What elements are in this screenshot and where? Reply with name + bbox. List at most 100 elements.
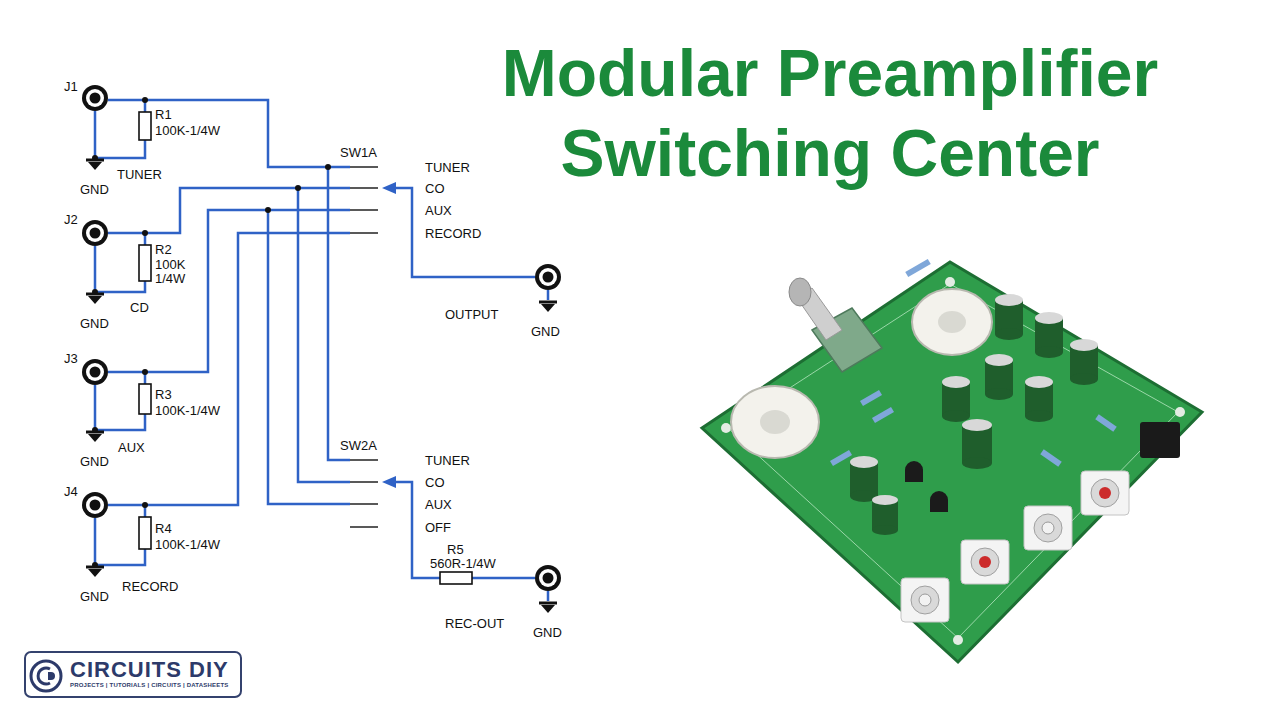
wire xyxy=(95,100,145,158)
rca-jacks xyxy=(901,471,1129,622)
capacitor-top xyxy=(1035,312,1063,324)
rca-housing xyxy=(1024,506,1072,550)
schematic-label: GND xyxy=(80,317,109,330)
rca-center xyxy=(919,594,931,606)
schematic-label: AUX xyxy=(425,204,452,217)
jack-pin xyxy=(90,500,101,511)
schematic-label: CO xyxy=(425,182,445,195)
ground-symbol xyxy=(86,432,104,442)
ground-bar xyxy=(539,602,557,605)
wire xyxy=(395,482,535,578)
dc-jack xyxy=(1140,422,1180,458)
switch-wipers xyxy=(382,182,396,488)
ground-symbol xyxy=(539,302,557,312)
capacitor-base xyxy=(1070,373,1098,385)
schematic-label: AUX xyxy=(425,498,452,511)
schematic-label: 560R-1/4W xyxy=(430,557,496,570)
ground-triangle xyxy=(88,296,102,304)
jack-symbol xyxy=(535,264,561,290)
ground-triangle xyxy=(88,569,102,577)
capacitor-base xyxy=(985,388,1013,400)
jack-symbol xyxy=(82,359,108,385)
resistor-symbol xyxy=(139,112,151,140)
capacitor-base xyxy=(1035,346,1063,358)
jack-ring xyxy=(86,496,104,514)
capacitor xyxy=(850,456,878,502)
ground-bar xyxy=(539,301,557,304)
mounting-hole xyxy=(953,635,963,645)
mounting-hole xyxy=(721,423,731,433)
capacitor xyxy=(942,376,970,422)
schematic-label: OFF xyxy=(425,521,451,534)
ground-bar xyxy=(86,293,104,296)
ground-bar xyxy=(86,159,104,162)
switch-contact xyxy=(350,526,378,528)
schematic-label: J2 xyxy=(64,213,78,226)
resistor-symbol xyxy=(139,245,151,281)
schematic-label: GND xyxy=(80,455,109,468)
schematic-label: SW1A xyxy=(340,146,377,159)
capacitor xyxy=(1035,312,1063,358)
rca-jack xyxy=(901,578,949,622)
schematic-label: CO xyxy=(425,476,445,489)
rca-ring xyxy=(971,548,999,576)
capacitor xyxy=(962,419,992,469)
schematic-label: 100K-1/4W xyxy=(155,538,220,551)
junction-dot xyxy=(265,207,271,213)
ground-symbol xyxy=(86,160,104,170)
capacitor-top xyxy=(850,456,878,468)
capacitor xyxy=(872,495,898,535)
junction-dot xyxy=(142,97,148,103)
pcb-resistor xyxy=(1040,449,1061,467)
schematic-label: 100K-1/4W xyxy=(155,124,220,137)
rca-jack xyxy=(1081,471,1129,515)
jack-ring xyxy=(535,264,561,290)
jack-ring xyxy=(82,492,108,518)
transistor xyxy=(905,461,923,482)
schematic-label: GND xyxy=(80,590,109,603)
resistor-symbol xyxy=(139,384,151,414)
rca-housing xyxy=(1081,471,1129,515)
schematic-label: GND xyxy=(533,626,562,639)
junction-dot xyxy=(142,369,148,375)
rca-ring xyxy=(1091,479,1119,507)
tube-socket-center xyxy=(760,410,790,434)
schematic-label: R4 xyxy=(155,522,172,535)
switch-contact xyxy=(350,503,378,505)
capacitor-base xyxy=(995,328,1023,340)
switch-contact xyxy=(350,166,378,168)
jacks xyxy=(82,85,561,591)
jack-ring xyxy=(86,363,104,381)
jack-pin xyxy=(90,228,101,239)
ground-bar xyxy=(86,566,104,569)
jack-ring xyxy=(539,569,557,587)
schematic-label: TUNER xyxy=(117,168,162,181)
jack-pin xyxy=(90,367,101,378)
transistor xyxy=(930,491,948,512)
schematic-label: TUNER xyxy=(425,161,470,174)
jack-ring xyxy=(82,85,108,111)
schematic-label: RECORD xyxy=(425,227,481,240)
schematic-label: 1/4W xyxy=(155,272,185,285)
capacitor-top xyxy=(942,376,970,388)
capacitor xyxy=(1025,376,1053,422)
switch-contact xyxy=(350,187,378,189)
wiper-arrow xyxy=(382,182,396,194)
rca-jack xyxy=(961,540,1009,584)
capacitor-top xyxy=(1070,339,1098,351)
jack-ring xyxy=(535,565,561,591)
ground-triangle xyxy=(88,434,102,442)
wiper-arrow xyxy=(382,476,396,488)
jack-symbol xyxy=(82,492,108,518)
logo-box: CIRCUITS DIYPROJECTS | TUTORIALS | CIRCU… xyxy=(24,651,242,698)
pcb-resistor xyxy=(1095,414,1116,432)
ground-symbol xyxy=(86,294,104,304)
switch-contact xyxy=(350,481,378,483)
schematic-label: R3 xyxy=(155,388,172,401)
mounting-hole xyxy=(1175,407,1185,417)
junction-dot xyxy=(295,185,301,191)
capacitor-top xyxy=(995,294,1023,306)
ground-triangle xyxy=(541,304,555,312)
schematic-label: J3 xyxy=(64,352,78,365)
capacitor-base xyxy=(872,525,898,535)
